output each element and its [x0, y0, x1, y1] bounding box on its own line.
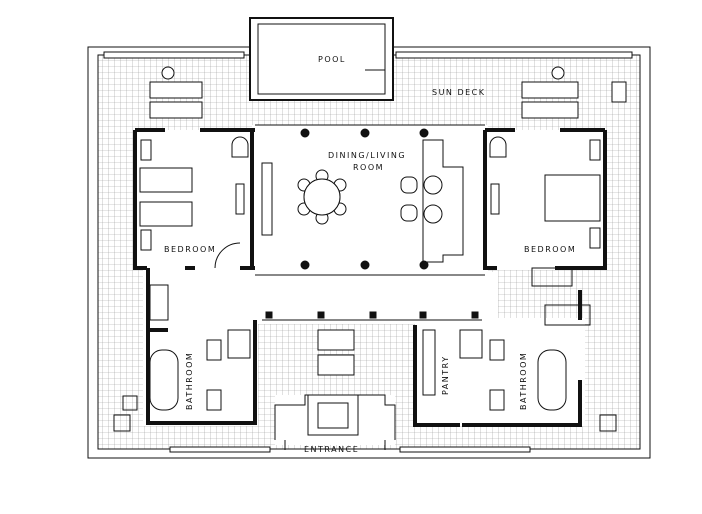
bedroom-left-label: BEDROOM — [164, 245, 216, 254]
columns — [265, 128, 479, 319]
wall-bedroom-right — [483, 128, 607, 270]
pantry-label: PANTRY — [441, 355, 450, 395]
sun-loungers — [149, 66, 627, 119]
dining-room-label: DINING/LIVING — [328, 151, 406, 160]
bathroom-fixtures — [113, 284, 617, 432]
wall-living — [255, 124, 485, 321]
pool-label: POOL — [318, 55, 346, 64]
dining-room-label-2: ROOM — [353, 163, 384, 172]
dining-table — [297, 169, 347, 225]
pool-water — [257, 23, 386, 95]
lounge-seating — [261, 139, 464, 263]
bathroom-right-label: BATHROOM — [519, 352, 528, 410]
entrance-portico — [274, 329, 396, 450]
railing-bottom-left — [169, 446, 271, 453]
railing-top-left — [103, 51, 245, 59]
wall-bedroom-left — [133, 128, 255, 270]
pool — [249, 17, 394, 101]
railing-bottom-right — [399, 446, 531, 453]
bathroom-left-label: BATHROOM — [185, 352, 194, 410]
wall-bathroom-left — [146, 268, 257, 425]
railing-top-right — [395, 51, 633, 59]
sun-deck-label: SUN DECK — [432, 88, 486, 97]
bedroom-right-label: BEDROOM — [524, 245, 576, 254]
beds — [139, 136, 601, 326]
pool-steps — [365, 69, 386, 94]
entrance-label: ENTRANCE — [304, 445, 359, 454]
